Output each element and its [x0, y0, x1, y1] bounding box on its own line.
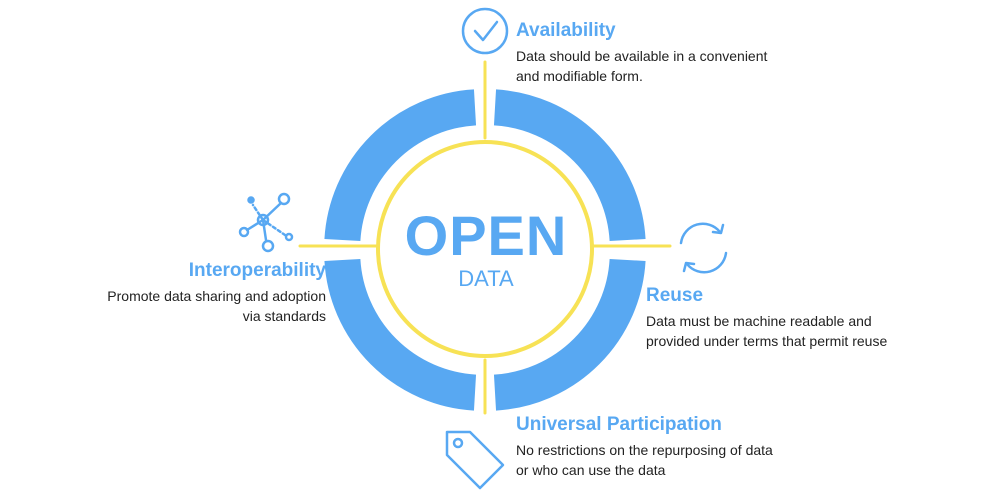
ring-segment-top-right: [493, 89, 646, 242]
ring-segment-bottom-right: [493, 258, 646, 411]
reuse-desc-line-2: provided under terms that permit reuse: [646, 333, 888, 349]
participation-description: No restrictions on the repurposing of da…: [516, 440, 773, 480]
center-title: OPEN: [404, 204, 568, 267]
interoperability-desc-line-2: via standards: [242, 308, 326, 324]
participation-title: Universal Participation: [516, 414, 722, 435]
network-nodes-icon: [238, 192, 294, 253]
reuse-desc-line-1: Data must be machine readable and: [646, 313, 872, 329]
interoperability-desc-line-1: Promote data sharing and adoption: [107, 288, 326, 304]
ring-segment-bottom-left: [324, 258, 477, 411]
center-subtitle: DATA: [458, 266, 514, 291]
availability-title: Availability: [516, 20, 616, 41]
availability-description: Data should be available in a convenient…: [516, 46, 767, 86]
participation-desc-line-2: or who can use the data: [516, 462, 666, 478]
availability-block: Availability Data should be available in…: [516, 20, 767, 86]
reuse-block: Reuse Data must be machine readable and …: [646, 285, 887, 351]
connector-lines: [298, 60, 672, 415]
outer-ring: [324, 89, 646, 411]
ring-segment-top-left: [324, 89, 477, 242]
checkmark-circle-icon: [461, 7, 509, 55]
availability-desc-line-1: Data should be available in a convenient: [516, 48, 768, 64]
availability-desc-line-2: and modifiable form.: [516, 68, 643, 84]
participation-block: Universal Participation No restrictions …: [516, 414, 773, 480]
interoperability-description: Promote data sharing and adoption via st…: [40, 286, 326, 326]
price-tag-icon: [445, 430, 505, 490]
interoperability-title: Interoperability: [188, 260, 326, 281]
inner-ring: [376, 140, 594, 358]
participation-desc-line-1: No restrictions on the repurposing of da…: [516, 442, 773, 458]
interoperability-block: Interoperability Promote data sharing an…: [40, 260, 326, 326]
reuse-title: Reuse: [646, 285, 704, 306]
reuse-description: Data must be machine readable and provid…: [646, 311, 887, 351]
refresh-arrows-icon: [679, 222, 728, 274]
